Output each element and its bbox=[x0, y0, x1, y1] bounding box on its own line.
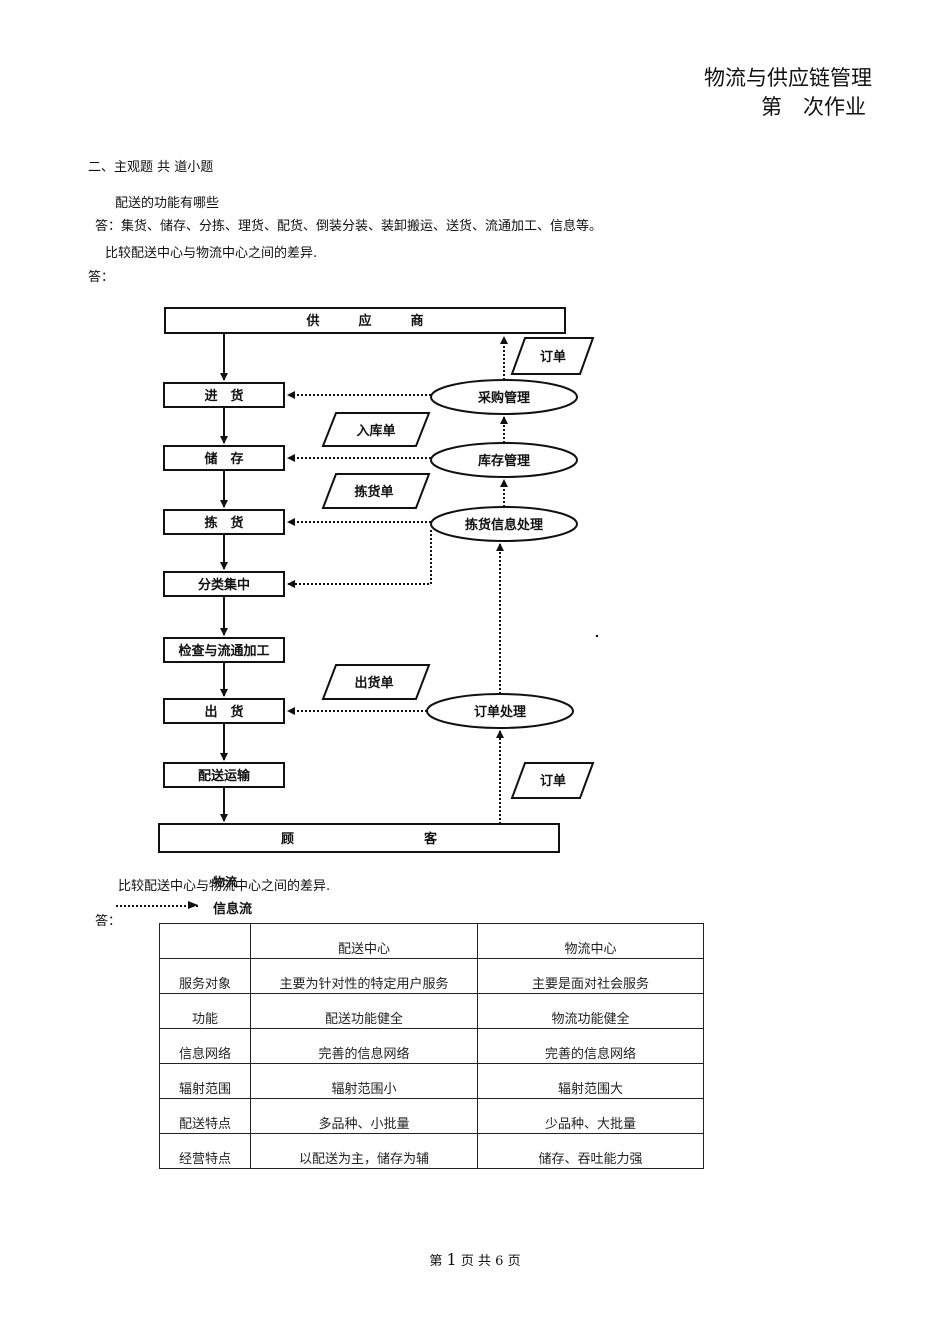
row-label: 辐射范围 bbox=[159, 1063, 251, 1099]
header-cell bbox=[159, 923, 251, 959]
page-footer: 第 1 页 共 6 页 bbox=[0, 1250, 950, 1269]
question-2-repeat: 比较配送中心与物流中心之间的差异. bbox=[118, 879, 331, 894]
footer-total-pages: 6 bbox=[495, 1254, 504, 1269]
table-cell: 物流功能健全 bbox=[477, 993, 704, 1029]
flowchart: 供 应 商 进 货 储 存 拣 货 分类集中 检查与流通加工 出 货 配送运输 … bbox=[158, 307, 599, 853]
table-cell: 主要为针对性的特定用户服务 bbox=[250, 958, 478, 994]
table-cell: 主要是面对社会服务 bbox=[477, 958, 704, 994]
process-label-inventory: 库存管理 bbox=[478, 453, 530, 469]
info-flow-arrows bbox=[287, 336, 508, 824]
process-label-picking-info: 拣货信息处理 bbox=[465, 517, 543, 533]
doc-label-order-1: 订单 bbox=[540, 349, 566, 365]
table-row: 经营特点 以配送为主，储存为辅 储存、吞吐能力强 bbox=[159, 1133, 704, 1169]
legend-label-material-flow: 物流 bbox=[213, 875, 238, 889]
table-cell: 完善的信息网络 bbox=[477, 1028, 704, 1064]
row-label: 服务对象 bbox=[159, 958, 251, 994]
legend-info-line bbox=[116, 905, 198, 907]
process-label-purchasing: 采购管理 bbox=[477, 390, 530, 406]
doc-label-order-2: 订单 bbox=[540, 773, 566, 789]
table-cell: 以配送为主，储存为辅 bbox=[250, 1133, 478, 1169]
table-cell: 辐射范围小 bbox=[250, 1063, 478, 1099]
table-cell: 储存、吞吐能力强 bbox=[477, 1133, 704, 1169]
table-header-row: 配送中心 物流中心 bbox=[159, 923, 704, 959]
legend-label-info-flow: 信息流 bbox=[213, 902, 253, 917]
table-cell: 多品种、小批量 bbox=[250, 1098, 478, 1134]
table-row: 功能 配送功能健全 物流功能健全 bbox=[159, 993, 704, 1029]
table-cell: 辐射范围大 bbox=[477, 1063, 704, 1099]
header-cell: 物流中心 bbox=[477, 923, 704, 959]
step-label-receiving: 进 货 bbox=[204, 388, 243, 404]
doc-pick-list bbox=[321, 473, 431, 509]
supplier-label: 供 应 商 bbox=[305, 313, 423, 329]
doc-order-1 bbox=[510, 337, 595, 375]
step-label-sorting: 分类集中 bbox=[198, 577, 250, 593]
step-label-picking: 拣 货 bbox=[204, 515, 243, 531]
doc-shipping-note bbox=[321, 664, 431, 700]
legend-arrow-icon bbox=[188, 901, 198, 909]
row-label: 经营特点 bbox=[159, 1133, 251, 1169]
header-cell: 配送中心 bbox=[250, 923, 478, 959]
table-row: 服务对象 主要为针对性的特定用户服务 主要是面对社会服务 bbox=[159, 958, 704, 994]
section-title: 二、主观题 共 道小题 bbox=[88, 160, 214, 175]
answer-2-repeat: 答： bbox=[95, 914, 122, 929]
process-label-order: 订单处理 bbox=[474, 704, 526, 720]
table-cell: 配送功能健全 bbox=[250, 993, 478, 1029]
footer-prefix: 第 bbox=[429, 1254, 443, 1269]
row-label: 配送特点 bbox=[159, 1098, 251, 1134]
footer-middle: 页 共 bbox=[460, 1254, 492, 1269]
doc-receipt bbox=[321, 412, 431, 447]
table-cell: 少品种、大批量 bbox=[477, 1098, 704, 1134]
question-2: 比较配送中心与物流中心之间的差异. bbox=[105, 246, 318, 261]
row-label: 功能 bbox=[159, 993, 251, 1029]
supplier-box bbox=[164, 307, 566, 334]
customer-label: 顾 客 bbox=[281, 831, 438, 847]
course-title: 物流与供应链管理 bbox=[704, 66, 872, 90]
footer-page-number: 1 bbox=[446, 1250, 457, 1269]
footer-suffix: 页 bbox=[507, 1254, 521, 1269]
table-row: 信息网络 完善的信息网络 完善的信息网络 bbox=[159, 1028, 704, 1064]
answer-2-label: 答： bbox=[88, 270, 115, 285]
comparison-table: 配送中心 物流中心 服务对象 主要为针对性的特定用户服务 主要是面对社会服务 功… bbox=[159, 923, 704, 1169]
table-cell: 完善的信息网络 bbox=[250, 1028, 478, 1064]
doc-label-shipping-note: 出货单 bbox=[354, 675, 393, 691]
row-label: 信息网络 bbox=[159, 1028, 251, 1064]
doc-label-pick-list: 拣货单 bbox=[354, 484, 393, 500]
step-label-shipping: 出 货 bbox=[204, 704, 243, 720]
doc-label-receipt: 入库单 bbox=[356, 423, 395, 439]
assignment-title: 第 次作业 bbox=[761, 95, 866, 119]
answer-1: 答：集货、储存、分拣、理货、配货、倒装分装、装卸搬运、送货、流通加工、信息等。 bbox=[95, 219, 603, 234]
question-1: 配送的功能有哪些 bbox=[115, 196, 220, 211]
table-row: 辐射范围 辐射范围小 辐射范围大 bbox=[159, 1063, 704, 1099]
table-row: 配送特点 多品种、小批量 少品种、大批量 bbox=[159, 1098, 704, 1134]
doc-order-2 bbox=[510, 762, 595, 799]
step-label-delivery: 配送运输 bbox=[198, 768, 251, 784]
step-label-storage: 储 存 bbox=[203, 451, 243, 467]
step-label-inspection: 检查与流通加工 bbox=[178, 643, 269, 659]
customer-box bbox=[158, 823, 560, 853]
